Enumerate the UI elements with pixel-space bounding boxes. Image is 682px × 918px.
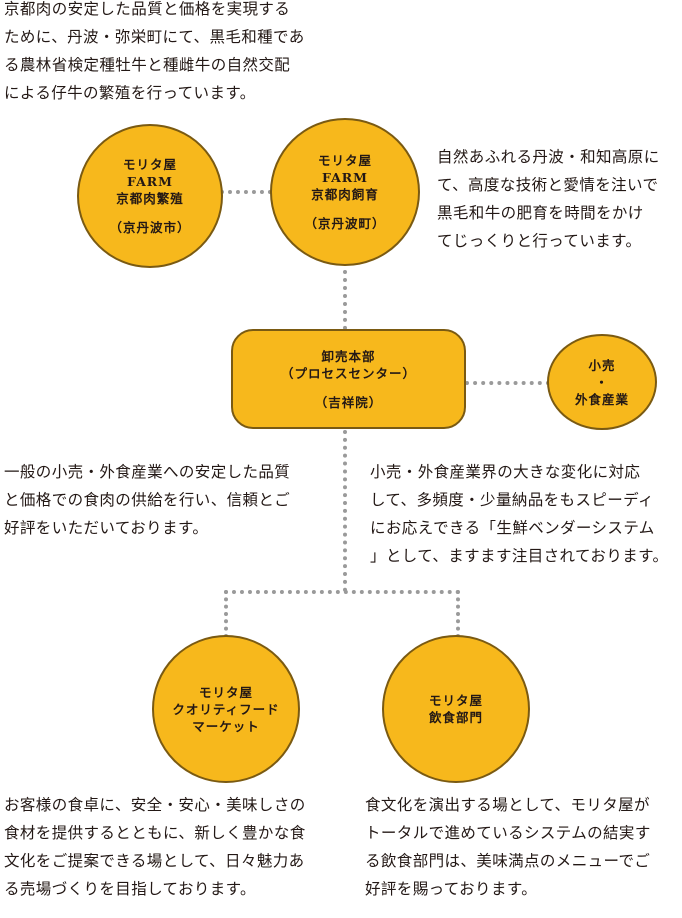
- node-quality-food-line2: クオリティフード: [172, 701, 280, 717]
- node-farm-raising-line1: モリタ屋: [317, 153, 372, 168]
- node-wholesale: 卸売本部 （プロセスセンター） （吉祥院）: [231, 329, 466, 429]
- connector-farms: [220, 190, 272, 194]
- node-farm-raising: モリタ屋 FARM 京都肉飼育 （京丹波町）: [270, 118, 420, 266]
- node-restaurant-line2: 飲食部門: [428, 710, 483, 725]
- intro-text: 京都肉の安定した品質と価格を実現する ために、丹波・弥栄町にて、黒毛和種であ る…: [4, 0, 305, 102]
- node-quality-food-line3: マーケット: [192, 718, 260, 734]
- node-quality-food-line1: モリタ屋: [198, 684, 253, 700]
- node-retail: 小売 ・ 外食産業: [547, 334, 657, 430]
- connector-branch-right: [456, 590, 460, 638]
- node-wholesale-line2: （プロセスセンター）: [280, 365, 416, 381]
- node-farm-breeding-line3: 京都肉繁殖: [116, 191, 184, 206]
- connector-wholesale-retail: [465, 381, 550, 385]
- desc-farm-raising: 自然あふれる丹波・和知高原に て、高度な技術と愛情を注いで 黒毛和牛の肥育を時間…: [437, 148, 660, 250]
- desc-quality-food: お客様の食卓に、安全・安心・美味しさの 食材を提供するとともに、新しく豊かな食 …: [4, 796, 306, 898]
- node-retail-line3: 外食産業: [574, 391, 629, 407]
- desc-restaurant: 食文化を演出する場として、モリタ屋が トータルで進めているシステムの結実す る飲…: [365, 796, 651, 898]
- node-farm-breeding-line1: モリタ屋: [122, 157, 177, 172]
- node-farm-breeding: モリタ屋 FARM 京都肉繁殖 （京丹波市）: [77, 124, 223, 268]
- node-farm-raising-location: （京丹波町）: [304, 216, 386, 231]
- node-retail-line1: 小売: [588, 357, 616, 373]
- node-quality-food: モリタ屋 クオリティフード マーケット: [152, 635, 300, 783]
- node-farm-raising-line3: 京都肉飼育: [311, 187, 379, 202]
- node-wholesale-location: （吉祥院）: [314, 394, 383, 410]
- node-wholesale-line1: 卸売本部: [321, 348, 376, 364]
- desc-wholesale: 一般の小売・外食産業への安定した品質 と価格での食肉の供給を行い、信頼とご 好評…: [4, 463, 291, 537]
- node-restaurant: モリタ屋 飲食部門: [382, 635, 530, 783]
- node-restaurant-line1: モリタ屋: [428, 693, 483, 708]
- connector-wholesale-down: [343, 430, 347, 592]
- connector-branch: [224, 590, 460, 594]
- connector-branch-left: [224, 590, 228, 638]
- node-farm-breeding-location: （京丹波市）: [109, 220, 191, 235]
- desc-retail: 小売・外食産業界の大きな変化に対応 して、多頻度・少量納品をもスピーディ にお応…: [370, 463, 669, 565]
- connector-farm-wholesale: [343, 262, 347, 330]
- node-retail-line2: ・: [595, 374, 609, 390]
- node-farm-raising-line2: FARM: [321, 170, 369, 185]
- node-farm-breeding-line2: FARM: [126, 174, 174, 189]
